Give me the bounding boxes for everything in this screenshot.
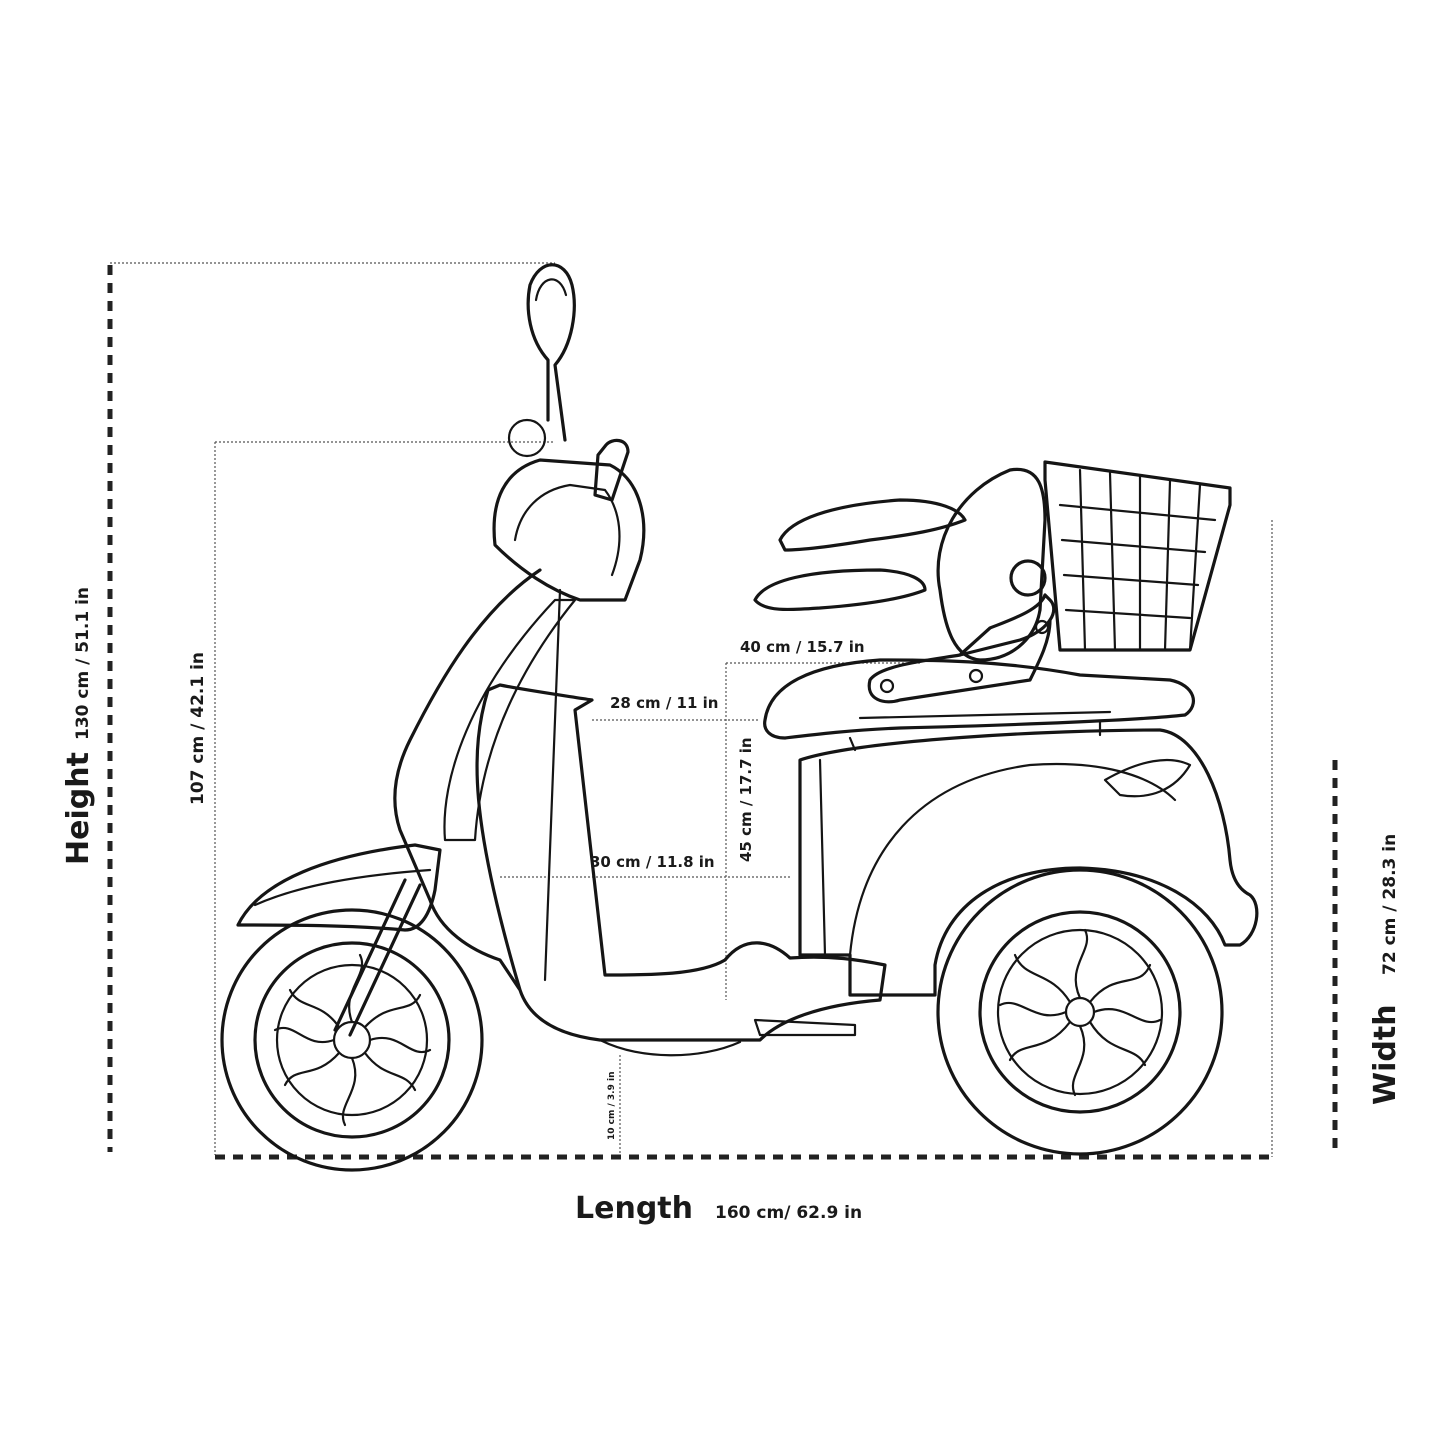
- floorboard-bottom: [598, 1038, 742, 1057]
- length-label: Length: [575, 1191, 693, 1226]
- legroom-top-value: 28 cm / 11 in: [610, 694, 718, 712]
- length-value: 160 cm/ 62.9 in: [715, 1203, 862, 1223]
- front-rim: [253, 941, 451, 1139]
- rear-rim-inner: [996, 928, 1164, 1096]
- rear-tire: [936, 868, 1224, 1156]
- backrest: [936, 467, 1047, 662]
- armrest-upper: [778, 498, 967, 552]
- front-fork: [333, 878, 422, 1037]
- footrest: [753, 1018, 857, 1037]
- front-tire: [220, 908, 484, 1172]
- front-fender: [236, 843, 442, 932]
- rear-body: [798, 728, 1259, 997]
- seat: [763, 658, 1195, 740]
- throttle-knob: [507, 418, 547, 458]
- rear-rim: [978, 910, 1182, 1114]
- height-value: 130 cm / 51.1 in: [73, 587, 93, 740]
- armrest-lower: [753, 568, 927, 612]
- height-label: Height: [61, 752, 96, 865]
- rear-light: [1103, 758, 1192, 798]
- handlebar-cover: [492, 458, 646, 602]
- seat-height-value: 45 cm / 17.7 in: [737, 737, 755, 862]
- handlebar-height-value: 107 cm / 42.1 in: [188, 652, 208, 805]
- bracket-knob: [1009, 559, 1047, 597]
- handlebar-grip: [593, 438, 630, 502]
- seat-bracket: [867, 593, 1056, 704]
- basket: [1043, 460, 1232, 652]
- ground-clearance-value: 10 cm / 3.9 in: [607, 1072, 617, 1141]
- dimension-labels: Height 130 cm / 51.1 in 107 cm / 42.1 in…: [61, 587, 1403, 1226]
- front-spokes: [273, 953, 432, 1127]
- width-label: Width: [1368, 1004, 1403, 1105]
- front-rim-inner: [275, 963, 429, 1117]
- seat-width-value: 40 cm / 15.7 in: [740, 638, 865, 656]
- legroom-mid-value: 30 cm / 11.8 in: [590, 853, 715, 871]
- width-value: 72 cm / 28.3 in: [1380, 834, 1400, 975]
- rear-spokes: [998, 928, 1162, 1097]
- scooter-outline: [220, 263, 1259, 1172]
- mirror: [526, 263, 576, 442]
